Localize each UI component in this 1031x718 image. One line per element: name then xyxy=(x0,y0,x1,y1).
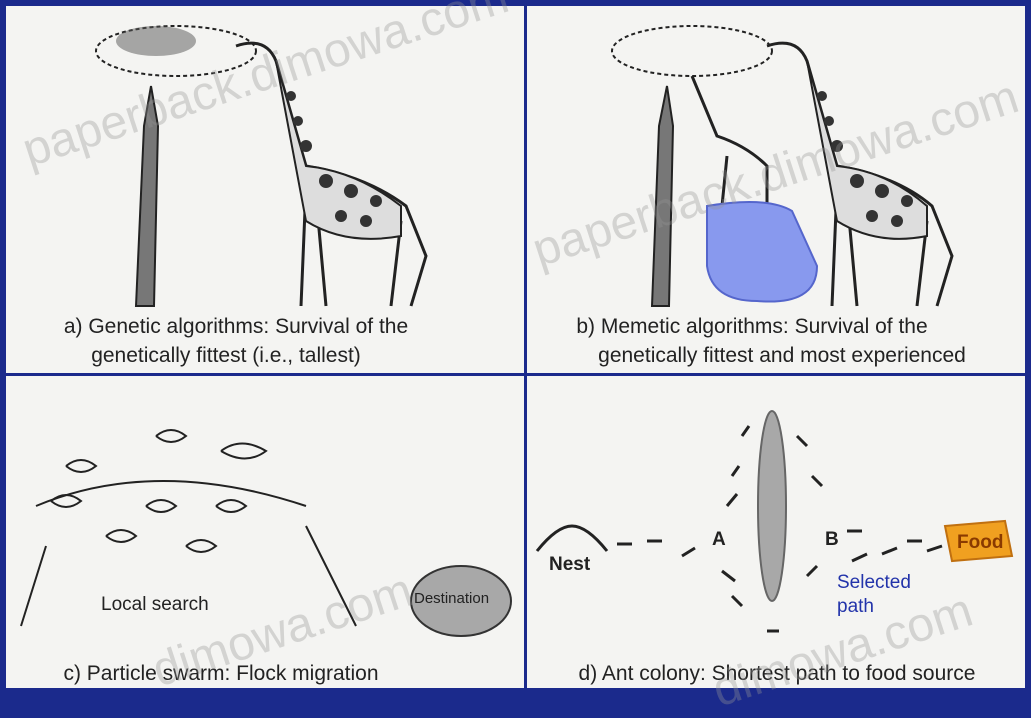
tree-and-giraffe-illustration-a xyxy=(6,6,524,316)
panel-a-caption-line1: a) Genetic algorithms: Survival of the xyxy=(6,312,466,341)
local-search-label: Local search xyxy=(101,594,209,616)
flock-illustration xyxy=(6,376,524,688)
figure-frame: a) Genetic algorithms: Survival of the g… xyxy=(6,6,1025,688)
point-b-label: B xyxy=(825,529,839,551)
panel-genetic-algorithms: a) Genetic algorithms: Survival of the g… xyxy=(6,6,524,373)
horizontal-divider xyxy=(6,373,1025,376)
nest-label: Nest xyxy=(549,554,590,576)
food-label: Food xyxy=(957,532,1003,554)
panel-ant-colony: Nest Food A B Selected path d) Ant colon… xyxy=(527,376,1025,688)
selected-path-label-line2: path xyxy=(837,596,874,618)
panel-particle-swarm: Local search Destination c) Particle swa… xyxy=(6,376,524,688)
panel-b-caption-line1: b) Memetic algorithms: Survival of the xyxy=(527,312,977,341)
vertical-divider xyxy=(524,6,527,688)
destination-label: Destination xyxy=(414,590,489,607)
point-a-label: A xyxy=(712,529,726,551)
selected-path-label-line1: Selected xyxy=(837,572,911,594)
panel-b-caption-line2: genetically fittest and most experienced xyxy=(547,341,1017,370)
ant-path-illustration xyxy=(527,376,1025,688)
panel-c-caption: c) Particle swarm: Flock migration xyxy=(26,659,416,688)
panel-a-caption-line2: genetically fittest (i.e., tallest) xyxy=(6,341,446,370)
panel-d-caption: d) Ant colony: Shortest path to food sou… xyxy=(542,659,1012,688)
panel-memetic-algorithms: b) Memetic algorithms: Survival of the g… xyxy=(527,6,1025,373)
tree-giraffes-box-illustration-b xyxy=(527,6,1025,316)
